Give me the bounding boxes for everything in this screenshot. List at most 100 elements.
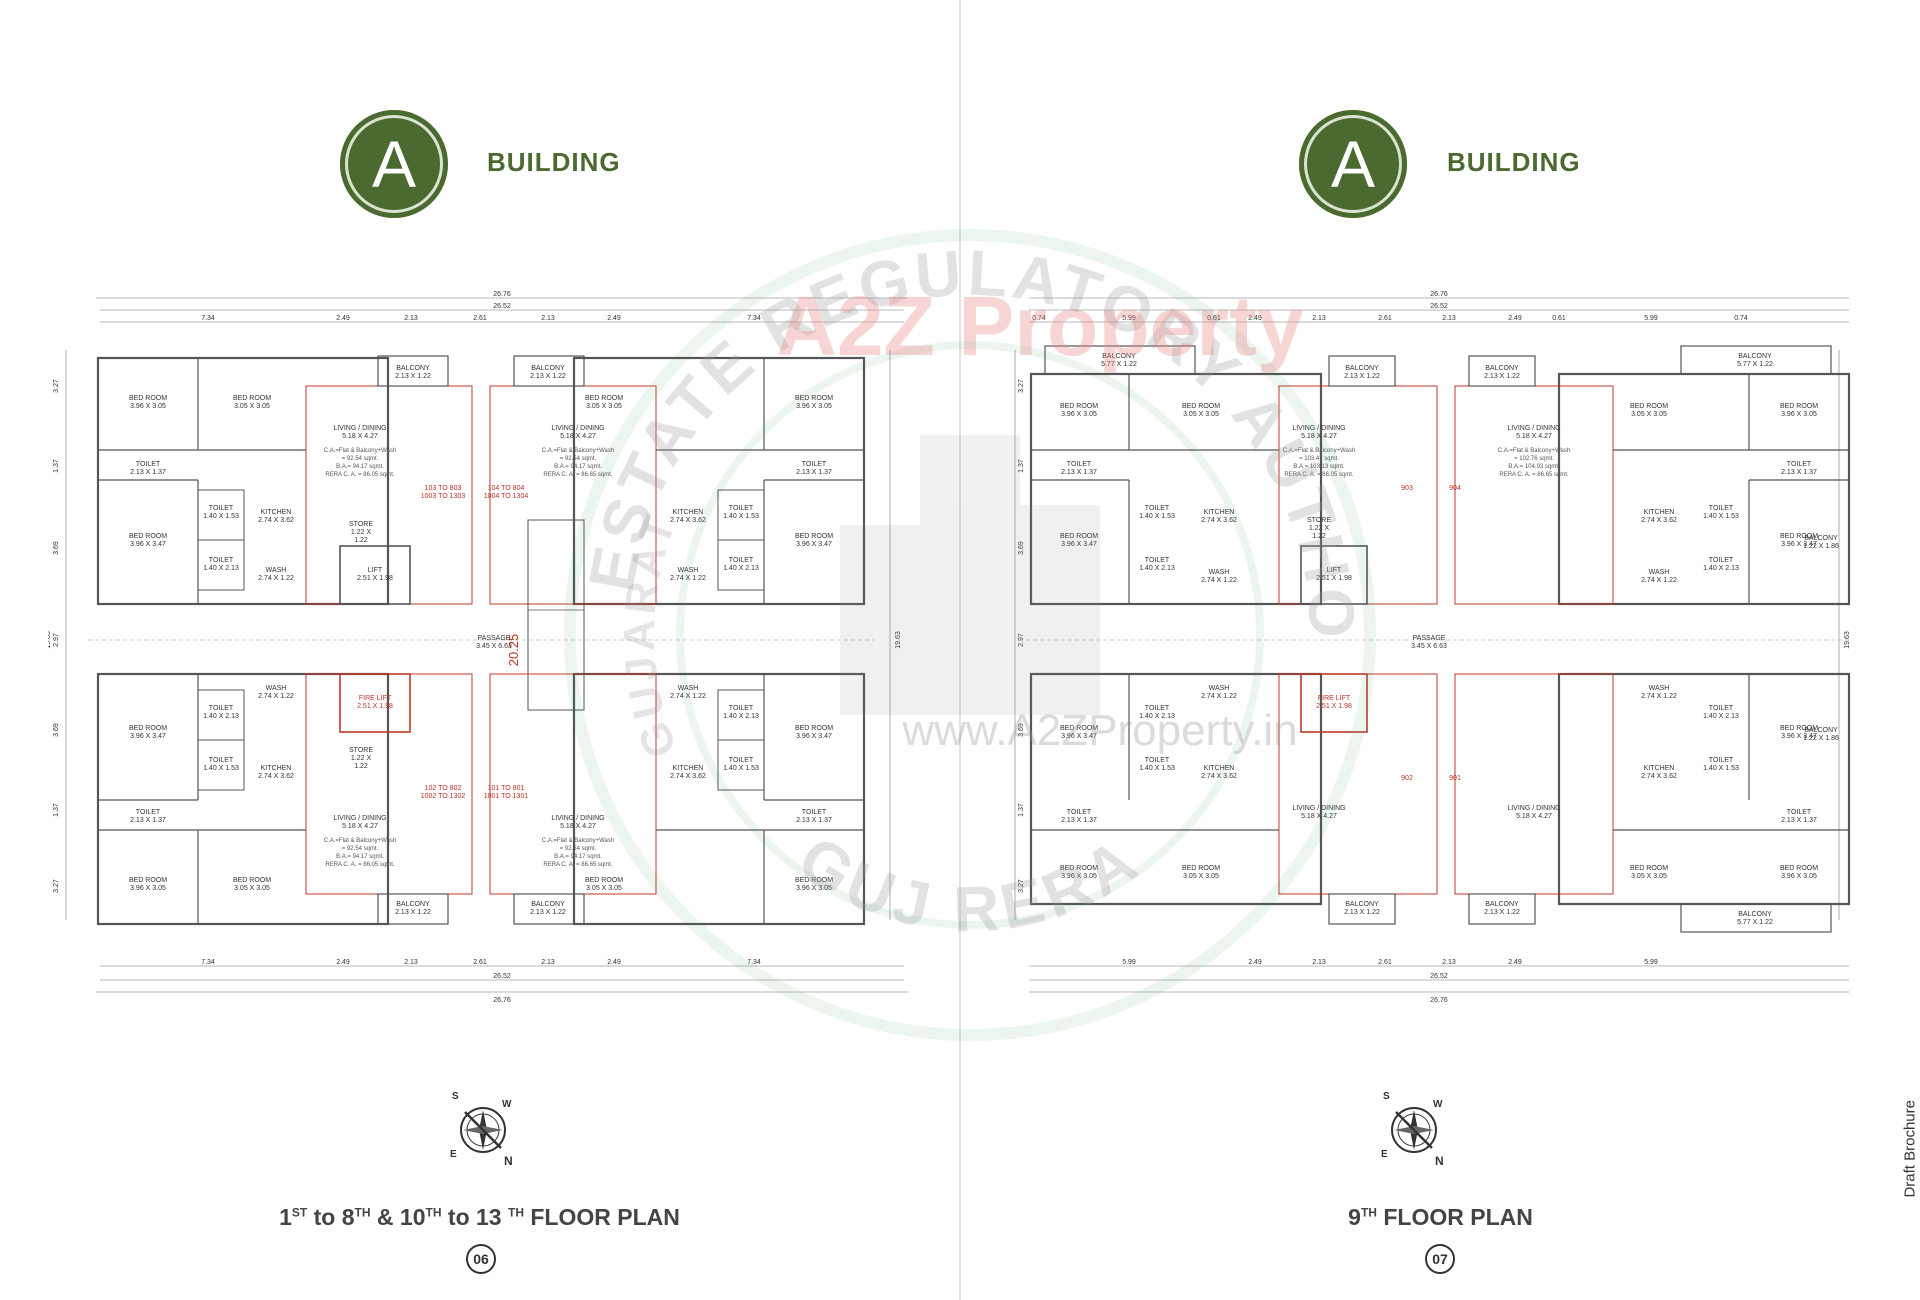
- page-number: 07: [1425, 1244, 1455, 1274]
- dim-side: 1.37: [53, 459, 60, 473]
- page-divider: [959, 0, 961, 1300]
- dim-seg: 2.49: [1248, 959, 1262, 966]
- dim-seg: 2.49: [1508, 315, 1522, 322]
- balcony-outline: [1044, 345, 1196, 375]
- dim-seg: 2.13: [1442, 315, 1456, 322]
- svg-text:W: W: [502, 1099, 512, 1110]
- title-sup: ST: [291, 1205, 308, 1220]
- dim-seg: 2.49: [336, 315, 350, 322]
- badge-letter: A: [371, 127, 417, 201]
- dim-seg: 2.13: [404, 959, 418, 966]
- balcony-outline: [1328, 355, 1396, 387]
- center-dim: 20.25: [506, 634, 521, 667]
- dim-seg: 2.13: [541, 315, 555, 322]
- dim-seg: 0.74: [1032, 315, 1046, 322]
- area-text: B.A.= 94.17 sqmt.: [554, 854, 602, 860]
- area-text: RERA C. A. = 86.65 sqmt.: [543, 472, 613, 478]
- staircase-outline: [527, 519, 585, 711]
- building-badge: A: [1299, 110, 1407, 218]
- flat-outline: [1029, 672, 1323, 906]
- toilet-outline: [717, 539, 765, 591]
- svg-text:S: S: [452, 1091, 459, 1102]
- flat-outline: [96, 672, 390, 926]
- svg-text:E: E: [450, 1149, 457, 1160]
- living-outline: [1278, 385, 1438, 605]
- dim-seg: 2.49: [1508, 959, 1522, 966]
- dim-seg: 5.99: [1644, 315, 1658, 322]
- area-text: RERA C. A. = 86.05 sqmt.: [325, 862, 395, 868]
- unit-number: 903: [1401, 485, 1413, 492]
- svg-text:W: W: [1433, 1099, 1443, 1110]
- floor-plan-drawing: 26.76 26.52 7.34 2.49 2.13 2.61 2.13 2.4…: [45, 290, 916, 1010]
- balcony-outline: [1680, 903, 1832, 933]
- balcony-outline: [1328, 893, 1396, 925]
- toilet-outline: [197, 539, 245, 591]
- balcony-outline: [377, 355, 449, 387]
- dim-seg: 2.49: [607, 959, 621, 966]
- dim-side: 3.69: [53, 541, 60, 555]
- floor-plan-svg: 26.76 26.52 0.74 5.99 0.61 2.49 2.13 2.6…: [1014, 291, 1851, 1004]
- lift-outline: [339, 545, 411, 605]
- balcony-outline: [1468, 893, 1536, 925]
- title-part: 9: [1348, 1204, 1361, 1230]
- area-text: C.A.=Flat & Balcony+Wash: [1283, 448, 1355, 454]
- dim-total: 19.63: [895, 631, 902, 649]
- area-text: B.A.= 103.13 sqmt.: [1293, 464, 1345, 470]
- floor-plan-title: 9TH FLOOR PLAN: [961, 1204, 1920, 1231]
- title-part: to 13: [441, 1204, 508, 1230]
- area-text: C.A.=Flat & Balcony+Wash: [542, 838, 614, 844]
- dim-overall: 26.76: [1430, 997, 1448, 1004]
- area-text: RERA C. A. = 86.05 sqmt.: [1284, 472, 1354, 478]
- dim-side: 1.37: [53, 803, 60, 817]
- fire-lift-outline: [1300, 673, 1368, 733]
- title-part: 1: [279, 1204, 292, 1230]
- balcony-outline: [513, 355, 585, 387]
- area-text: B.A.= 104.93 sqmt.: [1508, 464, 1560, 470]
- dim-side: 3.69: [1018, 541, 1025, 555]
- dim-overall: 26.76: [493, 997, 511, 1004]
- dim-side: 3.69: [1018, 723, 1025, 737]
- dim-seg: 0.74: [1734, 315, 1748, 322]
- dim-side: 3.27: [1018, 379, 1025, 393]
